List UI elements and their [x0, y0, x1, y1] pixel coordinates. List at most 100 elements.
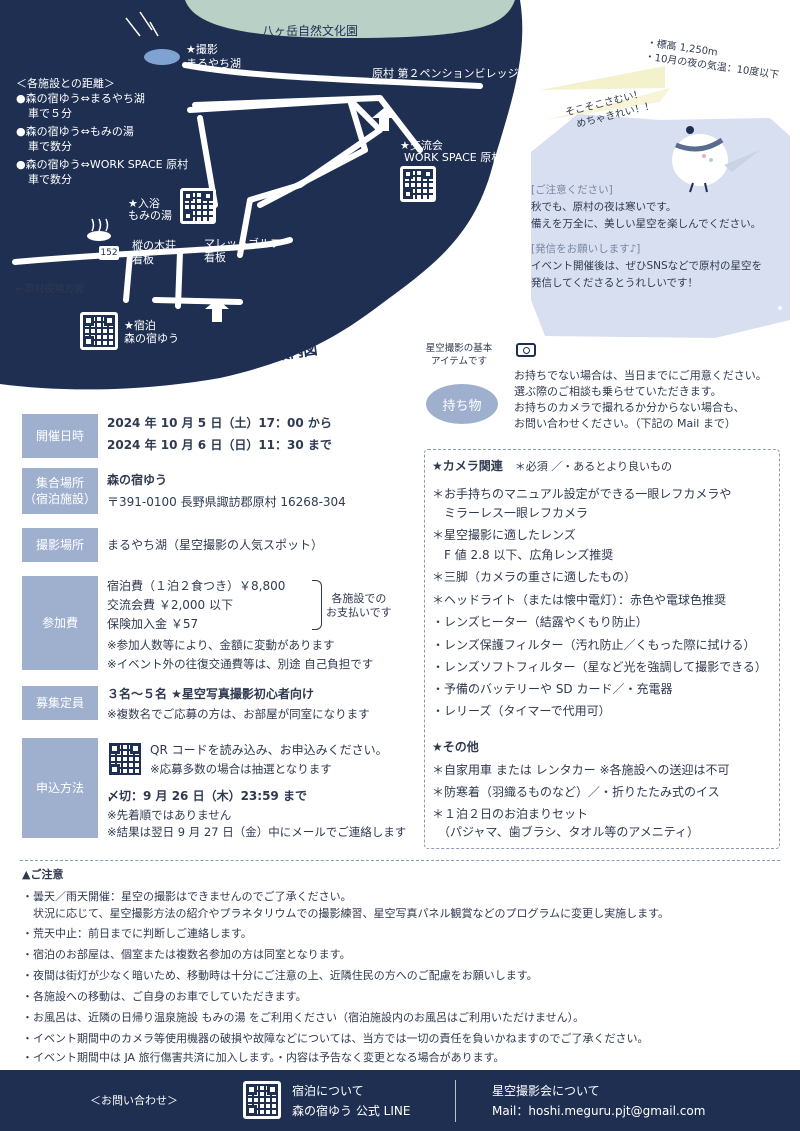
bring-text: お持ちでない場合は、当日までにご用意ください。 選ぶ際のご相談も乗らせていただき…: [514, 368, 767, 432]
sign-label: 看板: [132, 253, 154, 266]
exchange-place: WORK SPACE 原村: [404, 151, 503, 164]
route-marker: 152: [99, 246, 119, 260]
info-notes: [ご注意ください] 秋でも、原村の夜は寒いです。 備えを万全に、美しい星空を楽し…: [531, 182, 786, 292]
fee-bracket: [312, 580, 322, 630]
town-office-label: ←原村役場方面: [16, 284, 85, 295]
pension-street: 原村 第２ペンションビレッジ: [372, 67, 519, 80]
camera-item: ＊お手持ちのマニュアル設定ができる一眼レフカメラや: [432, 487, 732, 501]
apply-qr-code[interactable]: [106, 740, 144, 778]
request-line: イベント開催後は、ぜひSNSなどで原村の星空を: [531, 260, 762, 272]
caution-heading: ▲ご注意: [22, 866, 63, 882]
caution-line: ・曇天／雨天開催：星空の撮影はできませんのでご了承ください。: [22, 890, 352, 903]
distance-title: ＜各施設との距離＞: [16, 77, 115, 90]
bring-bubble: 星空撮影の基本 アイテムです: [412, 342, 506, 368]
fee-label: 参加費: [22, 576, 98, 670]
fee-exchange: 交流会費 ￥2,000 以下: [107, 598, 233, 612]
camera-legend: ＊必須 ／・あるとより良いもの: [514, 460, 673, 473]
qr-code[interactable]: [80, 312, 118, 350]
date-end: 2024 年 10 月 6 日（日）11：30 まで: [107, 438, 332, 452]
stay-place: 森の宿ゆう: [124, 332, 179, 345]
camera-heading-text: ★カメラ関連: [432, 459, 503, 473]
qr-code[interactable]: [400, 166, 436, 202]
caution-line: ・夜間は街灯が少なく暗いため、移動時は十分にご注意の上、近隣住民の方へのご配慮を…: [22, 969, 538, 982]
camera-item: ・レンズ保護フィルター（汚れ防止／くもった際に拭ける）: [432, 638, 756, 652]
fee-side-note: 各施設での お支払いです: [326, 592, 392, 620]
capacity-value: ３名～５名 ★星空写真撮影初心者向け: [107, 687, 314, 701]
caution-line: ・イベント期間中のカメラ等使用機器の破損や故障などについては、当方では一切の責任…: [22, 1032, 649, 1045]
bath-place: もみの湯: [128, 209, 172, 222]
distance-list: ＜各施設との距離＞ ●森の宿ゆう⇔まるやち湖 車で５分 ●森の宿ゆう⇔もみの湯 …: [16, 76, 196, 187]
camera-item: ミラーレス一眼レフカメラ: [432, 506, 589, 520]
divider: [20, 860, 780, 861]
bring-line: お問い合わせください。（下記の Mail まで）: [514, 417, 736, 430]
capacity-note: ※複数名でご応募の方は、お部屋が同室になります: [107, 707, 370, 721]
lake-area: [185, 0, 515, 38]
caution-line: ・荒天中止：前日までに判断しご連絡します。: [22, 927, 252, 940]
line-link[interactable]: 森の宿ゆう 公式 LINE: [292, 1104, 411, 1118]
other-heading: ★その他: [432, 740, 479, 754]
qr-code[interactable]: [180, 188, 216, 224]
exchange-tag: ★交流会: [400, 139, 443, 152]
camera-item: F 値 2.8 以下、広角レンズ推奨: [432, 548, 614, 562]
lake-label: 八ヶ岳自然文化園: [262, 24, 359, 38]
caution-line: 秋でも、原村の夜は寒いです。: [531, 201, 677, 213]
footer: ＜お問い合わせ＞ 宿泊について 森の宿ゆう 公式 LINE 星空撮影会について …: [0, 1070, 800, 1131]
arrows: [205, 108, 396, 322]
other-item: ＊１泊２日のお泊まりセット: [432, 807, 589, 821]
meet-label-text: 集合場所: [35, 476, 84, 490]
fee-insurance: 保険加入金 ￥57: [107, 617, 199, 631]
date-start: 2024 年 10 月 5 日（土）17：00 から: [107, 416, 332, 430]
camera-icon: [516, 343, 536, 357]
distance-route: ●森の宿ゆう⇔WORK SPACE 原村: [16, 158, 189, 171]
apply-note: ※先着順ではありません: [107, 808, 232, 822]
other-item: （パジャマ、歯ブラシ、タオル等のアメニティ）: [432, 825, 700, 839]
stay-contact-title: 宿泊について: [292, 1084, 364, 1098]
bring-line: お持ちでない場合は、当日までにご用意ください。: [514, 369, 767, 382]
fee-side-text: お支払いです: [326, 606, 392, 619]
caution-line: ・宿泊のお部屋は、個室または複数名参加の方は同室となります。: [22, 948, 351, 961]
club-contact-title: 星空撮影会について: [492, 1084, 600, 1098]
request-heading: [発信をお願いします♪]: [531, 243, 641, 255]
request-line: 発信してくださるとうれしいです！: [531, 277, 699, 289]
shooting-stars: [125, 11, 159, 37]
camera-item: ・レリーズ（タイマーで代用可）: [432, 704, 611, 718]
line-qr-code[interactable]: [243, 1081, 281, 1119]
hot-spring-icon: [87, 218, 111, 241]
fee-lodging: 宿泊費（１泊２食つき）￥8,800: [107, 579, 286, 593]
shoot-value: まるやち湖（星空撮影の人気スポット）: [107, 538, 324, 552]
sign-label: マレットゴルフ: [204, 237, 281, 250]
date-label: 開催日時: [22, 414, 98, 458]
venue-map: [0, 0, 790, 390]
distance-route: ●森の宿ゆう⇔まるやち湖: [16, 92, 145, 105]
fee-side-text: 各施設での: [331, 592, 387, 605]
camera-item: ＊ヘッドライト（または懐中電灯）：赤色や電球色推奨: [432, 593, 727, 607]
warning-icon: ▲: [22, 868, 31, 881]
shoot-label: 撮影場所: [22, 528, 98, 562]
camera-item: ・レンズソフトフィルター（星など光を強調して撮影できる）: [432, 660, 767, 674]
bird-icon: [672, 126, 760, 193]
meet-address: 〒391-0100 長野県諏訪郡原村 16268-304: [107, 495, 346, 509]
apply-instruction: QR コードを読み込み、お申込みください。: [150, 743, 388, 757]
sign-label: 看板: [204, 251, 226, 264]
stay-tag: ★宿泊: [124, 319, 156, 332]
fee-note: ※参加人数等により、金額に変動があります: [107, 638, 335, 652]
caution-heading-text: ご注意: [30, 868, 64, 881]
caution-line: ・各施設への移動は、ご自身のお車でしていただきます。: [22, 990, 307, 1003]
distance-time: 車で数分: [28, 173, 72, 186]
camera-item: ・予備のバッテリーや SD カード／・充電器: [432, 682, 673, 696]
apply-label: 申込方法: [22, 738, 98, 838]
distance-time: 車で５分: [28, 107, 72, 120]
camera-item: ＊星空撮影に適したレンズ: [432, 528, 576, 542]
mail-link[interactable]: Mail：hoshi.meguru.pjt@gmail.com: [492, 1104, 706, 1118]
footer-divider: [455, 1080, 456, 1122]
apply-deadline: 〆切：9 月 26 日（木）23:59 まで: [107, 789, 307, 803]
caution-heading: [ご注意ください]: [531, 184, 613, 196]
photo-tag: ★撮影: [186, 43, 218, 56]
caution-line: 備えを万全に、美しい星空を楽しんでください。: [531, 218, 762, 230]
camera-heading: ★カメラ関連 ＊必須 ／・あるとより良いもの: [432, 458, 672, 475]
apply-note: ※結果は翌日 9 月 27 日（金）中にメールでご連絡します: [107, 825, 407, 839]
bath-tag: ★入浴: [128, 197, 160, 210]
caution-line: ・イベント期間中は JA 旅行傷害共済に加入します。・内容は予告なく変更となる場…: [22, 1051, 505, 1064]
small-lake: [144, 49, 180, 65]
meet-label: 集合場所（宿泊施設）: [22, 468, 98, 514]
